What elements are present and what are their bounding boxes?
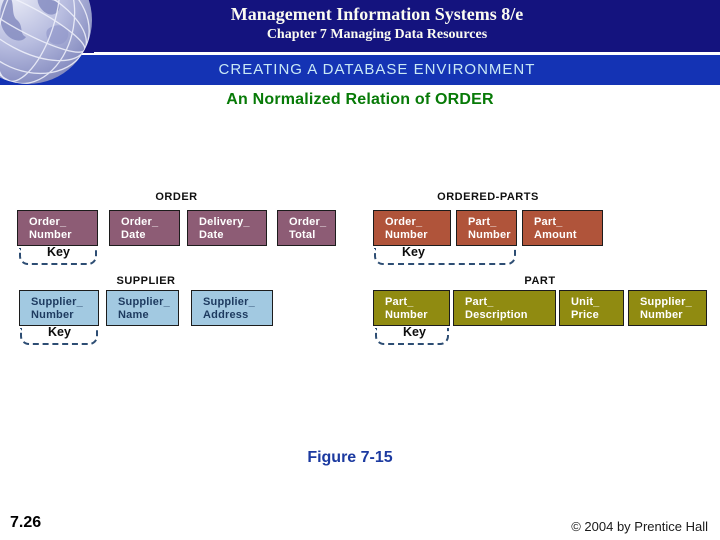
primary-key-bracket: Key (375, 325, 449, 345)
field-box-partnumber: Part_Number (373, 290, 450, 326)
key-label: Key (403, 325, 426, 339)
section-banner: CREATING A DATABASE ENVIRONMENT (0, 55, 720, 85)
field-label-line: Price (571, 308, 599, 321)
field-label-line: Number (385, 228, 428, 241)
field-label-line: Supplier_ (31, 296, 83, 308)
field-label-line: Order_ (385, 216, 423, 228)
key-label: Key (47, 245, 70, 259)
header-band: Management Information Systems 8/e Chapt… (0, 0, 720, 53)
field-box-suppliername: Supplier_Name (106, 290, 179, 326)
field-box-supplieraddress: Supplier_Address (191, 290, 273, 326)
field-label-line: Part_ (468, 216, 497, 228)
field-label-line: Part_ (534, 216, 563, 228)
field-label-line: Supplier_ (640, 296, 692, 308)
field-label-line: Order_ (29, 216, 67, 228)
field-box-deliverydate: Delivery_Date (187, 210, 267, 246)
field-box-orderdate: Order_Date (109, 210, 180, 246)
field-box-partnumber: Part_Number (456, 210, 517, 246)
primary-key-bracket: Key (19, 245, 97, 265)
field-box-suppliernumber: Supplier_Number (628, 290, 707, 326)
field-label-line: Amount (534, 228, 577, 241)
relation-title: SUPPLIER (116, 275, 176, 287)
field-box-ordernumber: Order_Number (373, 210, 451, 246)
page-number: 7.26 (10, 514, 42, 531)
field-label-line: Address (203, 308, 249, 321)
field-label-line: Unit_ (571, 296, 600, 308)
field-label-line: Date (121, 228, 146, 241)
field-label-line: Order_ (121, 216, 159, 228)
field-label-line: Part_ (385, 296, 414, 308)
field-label-line: Total (289, 228, 316, 241)
field-label-line: Date (199, 228, 224, 241)
chapter-subtitle: Chapter 7 Managing Data Resources (266, 27, 488, 42)
primary-key-bracket: Key (20, 325, 98, 345)
field-label-line: Order_ (289, 216, 327, 228)
field-label-line: Part_ (465, 296, 494, 308)
header-divider (94, 52, 720, 54)
field-label-line: Name (118, 308, 149, 321)
key-label: Key (48, 325, 71, 339)
slide-heading: An Normalized Relation of ORDER (226, 91, 494, 108)
field-box-partamount: Part_Amount (522, 210, 603, 246)
field-label-line: Supplier_ (203, 296, 255, 308)
relation-title: ORDERED-PARTS (437, 191, 539, 203)
relation-title: PART (524, 275, 556, 287)
field-box-ordertotal: Order_Total (277, 210, 336, 246)
field-label-line: Number (385, 308, 428, 321)
figure-caption: Figure 7-15 (307, 449, 393, 466)
field-label-line: Number (640, 308, 683, 321)
field-label-line: Description (465, 308, 528, 321)
field-label-line: Delivery_ (199, 216, 250, 228)
copyright-notice: © 2004 by Prentice Hall (571, 519, 708, 534)
globe-icon (0, 0, 96, 88)
field-box-ordernumber: Order_Number (17, 210, 98, 246)
primary-key-bracket: Key (374, 245, 516, 265)
field-label-line: Number (31, 308, 74, 321)
field-box-partdescription: Part_Description (453, 290, 556, 326)
field-label-line: Number (29, 228, 72, 241)
field-label-line: Supplier_ (118, 296, 170, 308)
field-label-line: Number (468, 228, 511, 241)
relation-title: ORDER (155, 191, 198, 203)
field-box-unitprice: Unit_Price (559, 290, 624, 326)
course-title: Management Information Systems 8/e (230, 4, 524, 24)
key-label: Key (402, 245, 425, 259)
field-box-suppliernumber: Supplier_Number (19, 290, 99, 326)
